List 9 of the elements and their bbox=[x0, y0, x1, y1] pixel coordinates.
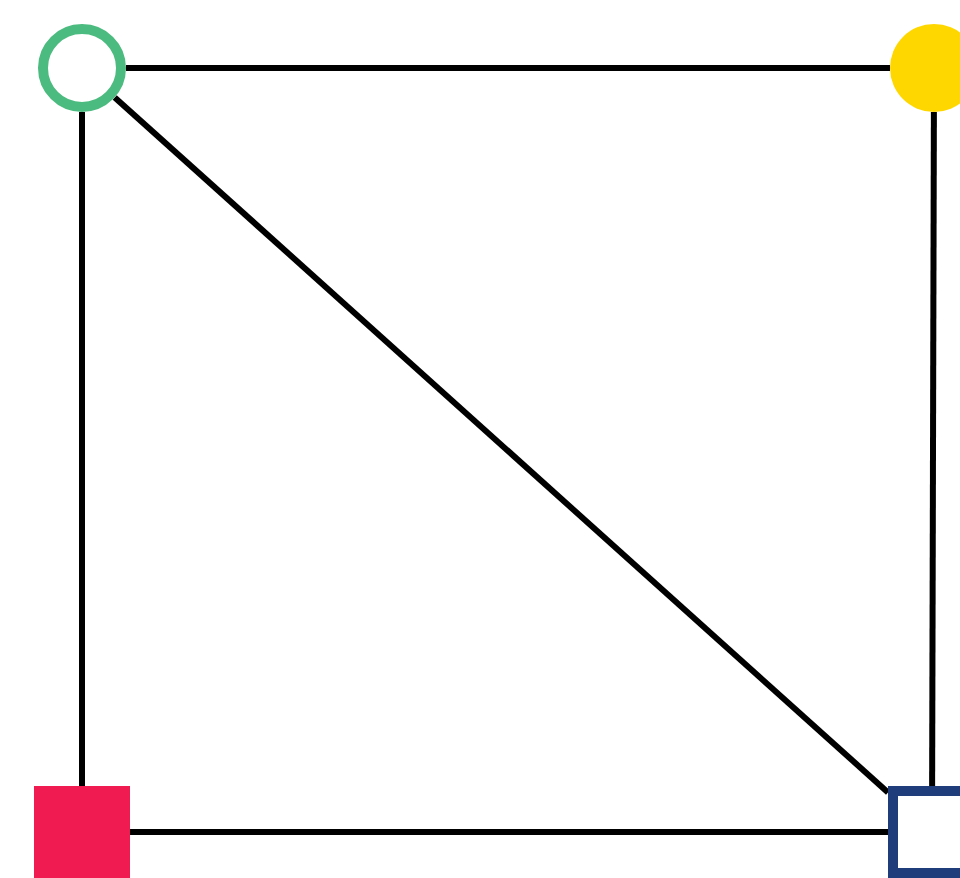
connector-line bbox=[79, 112, 85, 786]
square-node bbox=[34, 786, 130, 878]
connector-line bbox=[130, 829, 888, 835]
connector-line bbox=[112, 95, 890, 795]
circle-node bbox=[890, 24, 960, 112]
connector-line bbox=[929, 112, 937, 786]
connector-line bbox=[126, 65, 890, 71]
square-node bbox=[888, 786, 960, 878]
circle-node bbox=[38, 24, 126, 112]
